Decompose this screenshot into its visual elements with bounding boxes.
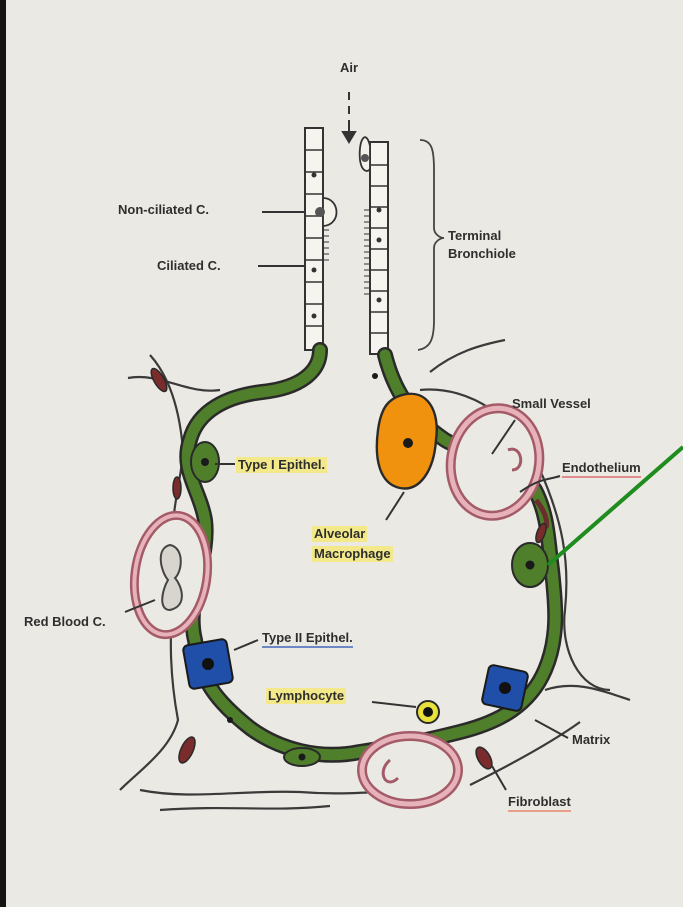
- label-terminal: Terminal: [448, 228, 501, 244]
- label-small-vessel: Small Vessel: [512, 396, 591, 412]
- label-non-ciliated-cell: Non-ciliated C.: [118, 202, 209, 218]
- label-endothelium: Endothelium: [562, 460, 641, 478]
- label-air: Air: [340, 60, 358, 76]
- label-type2-epithel: Type II Epithel.: [262, 630, 353, 648]
- label-fibroblast: Fibroblast: [508, 794, 571, 812]
- type2-cell-right: [481, 664, 528, 711]
- label-matrix: Matrix: [572, 732, 610, 748]
- label-lymphocyte: Lymphocyte: [266, 688, 346, 704]
- label-red-blood-cell: Red Blood C.: [24, 614, 106, 630]
- label-ciliated-cell: Ciliated C.: [157, 258, 221, 274]
- label-type1-epithel: Type I Epithel.: [236, 457, 327, 473]
- type2-cell-left: [183, 639, 234, 690]
- label-macrophage: Macrophage: [312, 546, 393, 562]
- bronchiole-right-tube: [370, 142, 388, 354]
- label-bronchiole: Bronchiole: [448, 246, 516, 262]
- label-alveolar: Alveolar: [312, 526, 367, 542]
